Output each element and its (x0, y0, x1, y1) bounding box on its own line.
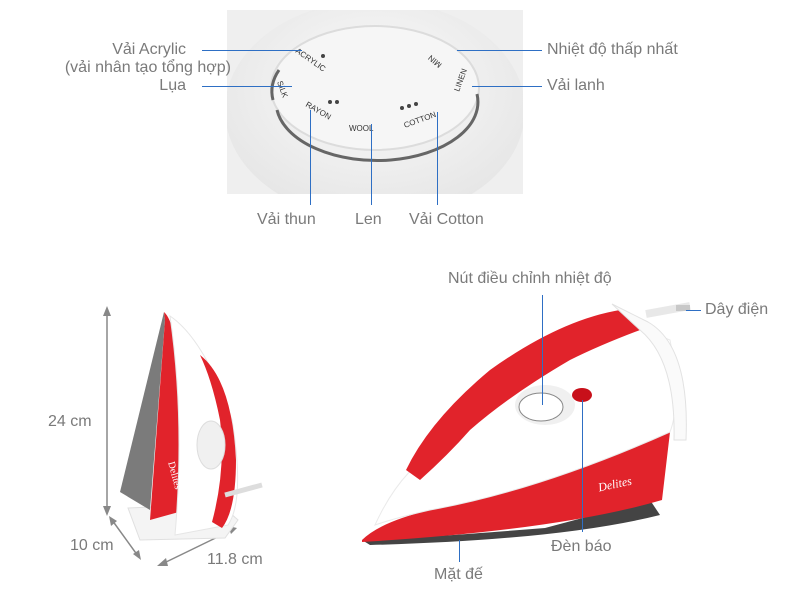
leader-indicator (582, 400, 583, 532)
label-min-temp: Nhiệt độ thấp nhất (547, 41, 678, 58)
leader-silk (202, 86, 292, 87)
label-thermostat-knob: Nút điều chỉnh nhiệt độ (448, 270, 612, 287)
label-silk: Lụa (159, 77, 186, 94)
label-indicator-light: Đèn báo (551, 538, 612, 555)
label-soleplate: Mặt đế (434, 566, 483, 583)
dimension-width: 11.8 cm (207, 551, 263, 568)
dial-closeup-panel: ACRYLIC SILK RAYON WOOL COTTON LINEN MIN (227, 10, 523, 194)
leader-cotton (437, 112, 438, 205)
label-power-cord: Dây điện (705, 301, 769, 318)
leader-min-temp (457, 50, 542, 51)
leader-rayon (310, 110, 311, 205)
dimension-height: 24 cm (48, 413, 92, 430)
label-cotton: Vải Cotton (409, 211, 484, 228)
side-brand-logo: Delites (165, 460, 184, 491)
leader-thermostat (542, 295, 543, 405)
leader-wool (371, 124, 372, 205)
iron-brand-logo: Delites (596, 473, 633, 495)
svg-text:WOOL: WOOL (349, 124, 374, 133)
label-wool: Len (355, 211, 382, 228)
dial-illustration: ACRYLIC SILK RAYON WOOL COTTON LINEN MIN (227, 10, 523, 194)
leader-acrylic (202, 50, 302, 51)
label-rayon: Vải thun (257, 211, 316, 228)
leader-soleplate (459, 540, 460, 562)
label-acrylic-sub: (vải nhân tạo tổng hợp) (64, 59, 231, 76)
leader-cord (686, 310, 701, 311)
dimension-depth: 10 cm (70, 537, 114, 554)
label-linen: Vải lanh (547, 77, 605, 94)
label-acrylic: Vải Acrylic (112, 41, 186, 58)
leader-linen (472, 86, 542, 87)
